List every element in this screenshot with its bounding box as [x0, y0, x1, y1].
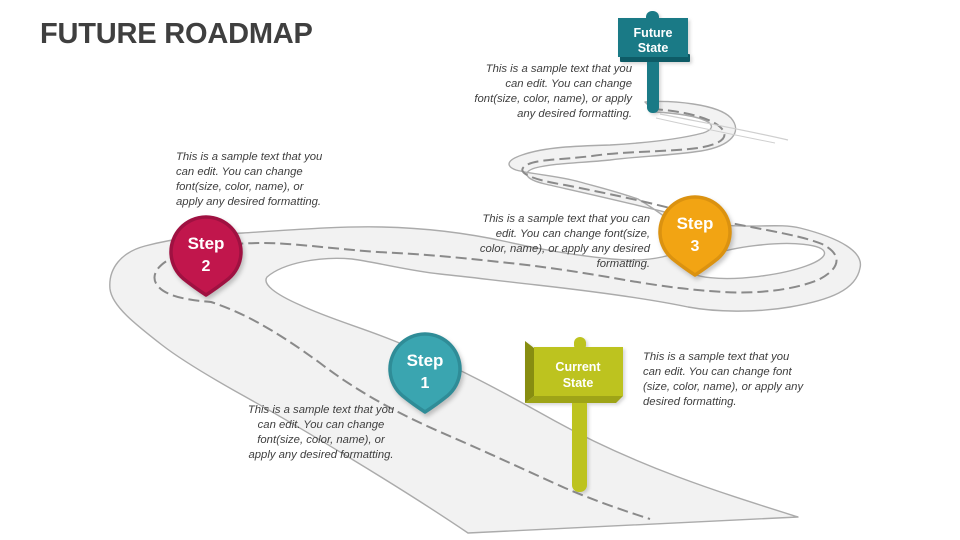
current-state-sign: Current State — [525, 337, 623, 492]
current-state-pole — [572, 392, 587, 492]
note-line: color, name), or apply any desired — [479, 243, 650, 255]
note-line: apply any desired formatting. — [176, 196, 322, 208]
note-line: can edit. You can change — [176, 166, 303, 178]
note-line: This is a sample text that you — [176, 151, 323, 163]
pin-step-1-number: 1 — [421, 375, 430, 392]
pin-step-2: Step 2 — [169, 215, 243, 297]
note-line: This is a sample text that you — [643, 351, 790, 363]
pin-step-2-label: Step — [188, 234, 225, 253]
road-center-dashes — [153, 108, 838, 520]
note-line: desired formatting. — [643, 396, 737, 408]
pin-step-3-shape — [658, 195, 732, 277]
future-state-label-line2: State — [638, 41, 669, 55]
note-line: This is a sample text that you — [485, 63, 632, 75]
current-state-label-line1: Current — [555, 360, 601, 374]
pin-step-2-number: 2 — [202, 258, 211, 275]
pin-step-1-shape — [388, 332, 462, 414]
future-state-sign: Future State — [618, 11, 690, 113]
note-line: can edit. You can change font — [643, 366, 792, 378]
current-state-board — [534, 347, 623, 396]
note-line: any desired formatting. — [517, 108, 632, 120]
note-line: can edit. You can change — [257, 419, 385, 431]
note-line: This is a sample text that you can — [482, 213, 650, 225]
pole-shadow-lines — [655, 113, 789, 144]
future-state-board — [618, 18, 688, 57]
note-line: apply any desired formatting. — [248, 449, 394, 461]
pin-step-1-label: Step — [407, 351, 444, 370]
current-state-board-edge-bottom — [525, 396, 623, 403]
note-line: font(size, color, name), or — [257, 434, 385, 446]
pin-step-3-label: Step — [677, 214, 714, 233]
note-line: can edit. You can change — [505, 78, 632, 90]
note-line: This is a sample text that you — [247, 404, 395, 416]
current-state-board-edge-left — [525, 341, 534, 403]
note-step-3: This is a sample text that you can edit.… — [460, 212, 650, 272]
note-line: (size, color, name), or apply any — [643, 381, 804, 393]
note-line: formatting. — [596, 258, 650, 270]
note-future-state: This is a sample text that you can edit.… — [452, 62, 632, 122]
note-line: font(size, color, name), or apply — [474, 93, 632, 105]
pin-step-3-number: 3 — [691, 238, 700, 255]
note-line: edit. You can change font(size, — [495, 228, 650, 240]
page-title: FUTURE ROADMAP — [40, 18, 313, 50]
note-step-2: This is a sample text that you can edit.… — [176, 150, 346, 210]
current-state-label-line2: State — [563, 376, 594, 390]
pin-step-3: Step 3 — [658, 195, 732, 277]
future-state-label-line1: Future — [634, 26, 673, 40]
note-line: font(size, color, name), or — [176, 181, 304, 193]
future-state-pole — [647, 50, 659, 113]
note-step-1: This is a sample text that you can edit.… — [231, 403, 411, 463]
pin-step-2-shape — [169, 215, 243, 297]
pin-step-1: Step 1 — [388, 332, 462, 414]
note-current-state: This is a sample text that you can edit.… — [643, 350, 823, 410]
